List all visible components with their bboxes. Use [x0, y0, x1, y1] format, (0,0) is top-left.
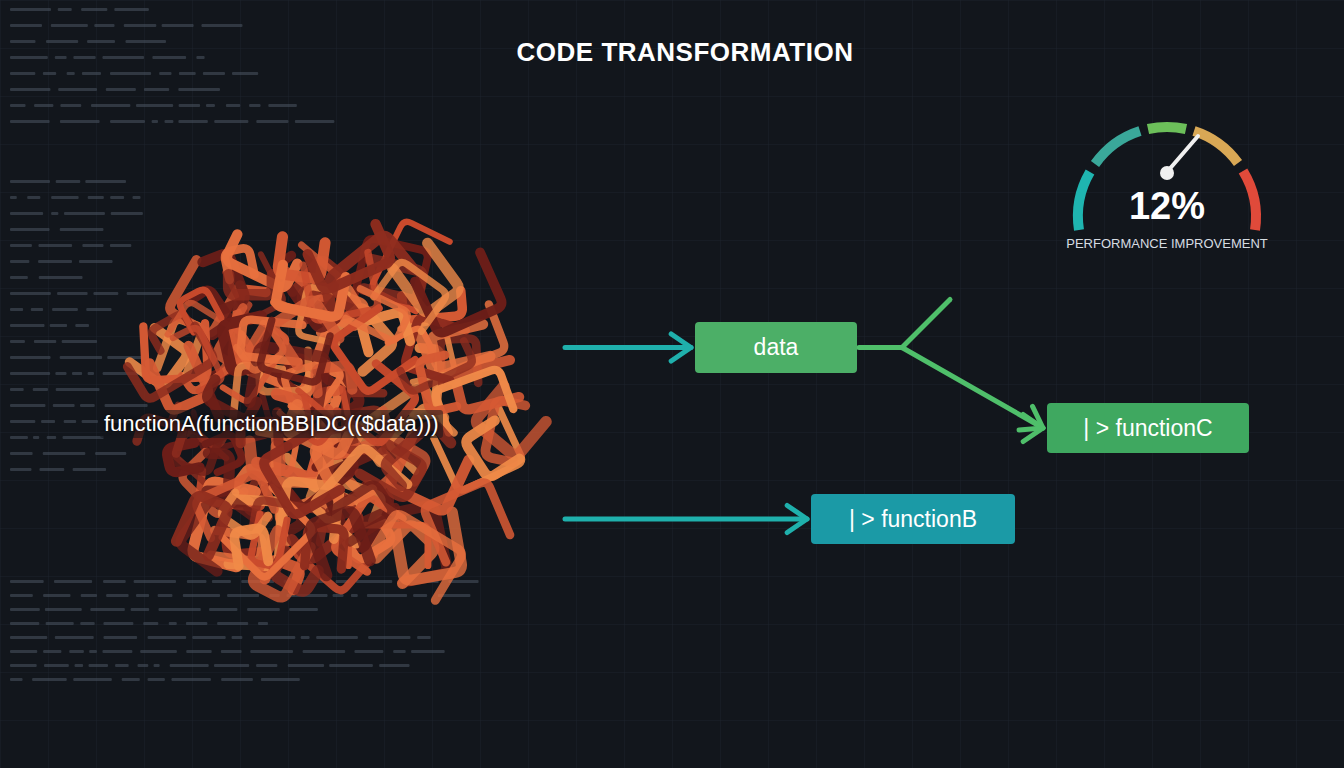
- tangled-code: functionA(functionBB|DC(($data))): [78, 170, 565, 650]
- gauge-caption: PERFORMANCE IMPROVEMENT: [1066, 236, 1268, 251]
- percent-value: 12%: [1129, 185, 1205, 228]
- function-box: | > functionC: [1047, 403, 1249, 453]
- box-label: data: [754, 334, 799, 361]
- connector-arrow: [565, 414, 1043, 441]
- connector-arrow: [565, 334, 691, 361]
- box-label: | > functionB: [849, 506, 977, 533]
- function-box: | > functionB: [811, 494, 1015, 544]
- connector-arrow: [859, 300, 1043, 430]
- title: CODE TRANSFORMATION: [517, 37, 854, 68]
- data-box: data: [695, 322, 857, 373]
- box-label: | > functionC: [1083, 415, 1212, 442]
- code-expression: functionA(functionBB|DC(($data))): [100, 410, 443, 438]
- gauge: [1078, 127, 1256, 230]
- connector-arrow: [565, 505, 807, 532]
